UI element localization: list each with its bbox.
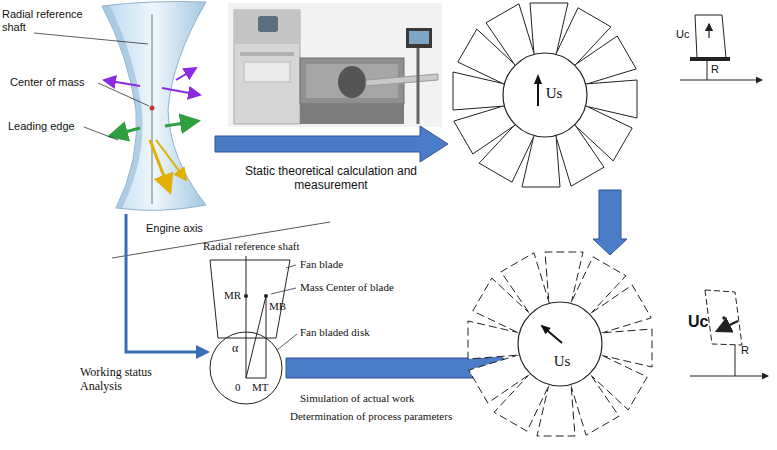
part-name: Fan blade [300, 258, 343, 271]
drawing-part [708, 24, 709, 38]
drawing-part [240, 52, 294, 56]
drawing-part [722, 316, 726, 320]
drawing-part [34, 33, 148, 44]
drawing-part [150, 106, 155, 111]
symbol-label: MB [269, 300, 286, 313]
symbol-label: Uc [676, 28, 689, 41]
drawing-part [196, 345, 210, 359]
drawing-part [690, 57, 730, 61]
process-label: Determination of process parameters [290, 410, 452, 423]
part-name: Mass Center of blade [300, 281, 394, 294]
working-status-arrow [126, 214, 210, 359]
drawing-part [176, 68, 196, 80]
bladed-disk [518, 302, 602, 386]
process-label: Working status Analysis [80, 366, 172, 394]
symbol-label: R [711, 63, 719, 76]
process-label: Simulation of actual work [300, 392, 415, 405]
part-name: Engine axis [146, 222, 203, 235]
process-label: Static theoretical calculation and measu… [236, 165, 426, 193]
drawing-part [126, 214, 198, 352]
drawing-part [406, 28, 432, 48]
drawing-part [244, 294, 248, 298]
drawing-part [717, 321, 738, 331]
drawing-part [246, 378, 266, 379]
drawing-part [165, 121, 198, 126]
drawing-part [417, 46, 420, 124]
part-name: Radial reference shaft [203, 240, 300, 253]
process-arrow [215, 126, 448, 162]
drawing-part [234, 10, 300, 44]
drawing-part [705, 290, 742, 345]
balancing-machine-photo [228, 3, 442, 127]
drawing-part [162, 88, 200, 95]
drawing-part [84, 127, 118, 140]
process-arrow [593, 190, 627, 255]
symbol-label: MT [252, 381, 269, 394]
part-name: Leading edge [8, 120, 75, 133]
part-name: Radial reference shaft [2, 8, 90, 33]
drawing-part [104, 80, 140, 86]
symbol-label: R [741, 344, 749, 357]
drawing-part [286, 265, 296, 268]
drawing-part [110, 128, 140, 136]
blade-icon-static [680, 15, 762, 80]
fan-wheel: Us [467, 251, 653, 437]
symbol-label: Uc [688, 313, 708, 331]
drawing-part [228, 3, 442, 127]
drawing-part [707, 61, 708, 80]
drawing-part [264, 294, 268, 298]
fan-blade-3d [34, 2, 330, 259]
wheel-outline [452, 2, 638, 188]
origin-label: 0 [235, 381, 241, 394]
drawing-part [150, 140, 170, 192]
drawing-part [234, 10, 300, 124]
drawing-part [277, 334, 297, 350]
drawing-part [246, 296, 266, 378]
drawing-part [735, 345, 736, 376]
part-name: Center of mass [10, 76, 85, 89]
drawing-part [156, 140, 186, 180]
vector-label: Us [546, 86, 563, 101]
drawing-part [690, 376, 768, 377]
drawing-part [366, 74, 438, 86]
symbol-label: MR [224, 289, 241, 302]
fan-wheel: Us [452, 2, 638, 188]
drawing-part [680, 80, 762, 81]
arrowhead [541, 325, 551, 335]
blade-mass-center-diagram [210, 256, 297, 404]
drawing-part [409, 31, 429, 44]
part-name: Fan bladed disk [300, 326, 370, 339]
drawing-part [695, 15, 726, 58]
drawing-part [258, 16, 278, 32]
drawing-part [98, 83, 149, 106]
arrowhead [534, 74, 542, 84]
bladed-disk [503, 53, 587, 137]
drawing-part [102, 2, 206, 211]
wheel-outline [467, 251, 653, 437]
drawing-part [266, 296, 267, 378]
drawing-part [112, 222, 330, 258]
vector-label: Us [554, 354, 571, 369]
drawing-part [244, 62, 290, 82]
drawing-part [246, 256, 247, 378]
drawing-part [210, 260, 290, 338]
drawing-part [271, 288, 296, 294]
drawing-part [338, 66, 366, 98]
drawing-part [102, 6, 143, 208]
angle-label: α [232, 342, 238, 356]
drawing-part [300, 104, 404, 124]
blade-icon-working [690, 290, 768, 376]
